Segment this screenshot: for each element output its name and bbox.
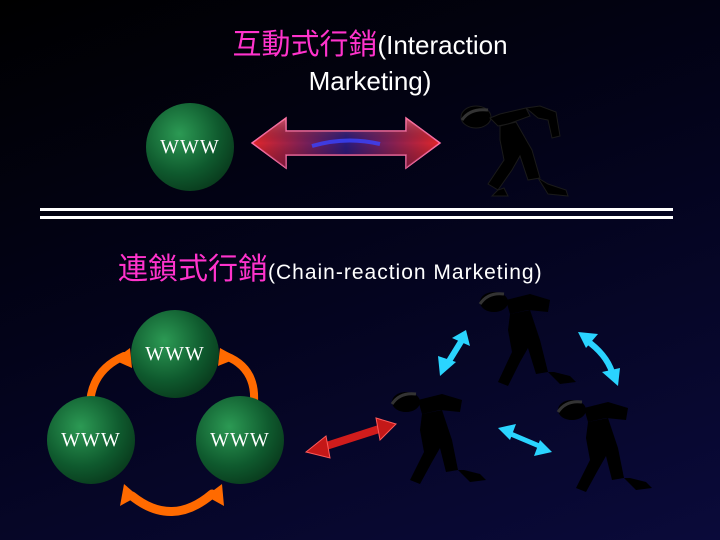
chain-title-en: (Chain-reaction Marketing) <box>268 261 543 284</box>
cyan-arrow-left-icon <box>438 330 470 376</box>
red-double-arrow-icon <box>304 417 397 459</box>
globe-label: WWW <box>160 135 220 158</box>
globe-icon: WWW <box>131 310 219 398</box>
globe-icon: WWW <box>47 396 135 484</box>
globe-icon: WWW <box>196 396 284 484</box>
person-icon <box>478 292 576 386</box>
interaction-title-en-1: (Interaction <box>377 30 508 60</box>
globe-icon: WWW <box>146 103 234 191</box>
globe-label: WWW <box>61 428 121 451</box>
person-icon <box>390 392 486 484</box>
globe-label: WWW <box>210 428 270 451</box>
chain-reaction-marketing-title: 連鎖式行銷(Chain-reaction Marketing) <box>118 244 678 288</box>
person-icon <box>556 400 652 492</box>
chain-title-zh: 連鎖式行銷 <box>118 252 268 287</box>
globe-label: WWW <box>145 342 205 365</box>
cyan-arrow-right-icon <box>578 332 620 386</box>
cycle-arrow-bottom-icon <box>120 484 224 516</box>
cyan-arrow-bottom-icon <box>498 424 552 456</box>
interaction-double-arrow-icon <box>250 116 442 170</box>
interaction-title-zh: 互動式行銷 <box>232 27 378 61</box>
person-icon <box>460 105 569 197</box>
interaction-marketing-title: 互動式行銷(Interaction Marketing) <box>150 26 590 99</box>
interaction-title-en-2: Marketing) <box>308 66 432 96</box>
section-divider <box>40 208 673 219</box>
cyan-arrows <box>438 330 620 456</box>
